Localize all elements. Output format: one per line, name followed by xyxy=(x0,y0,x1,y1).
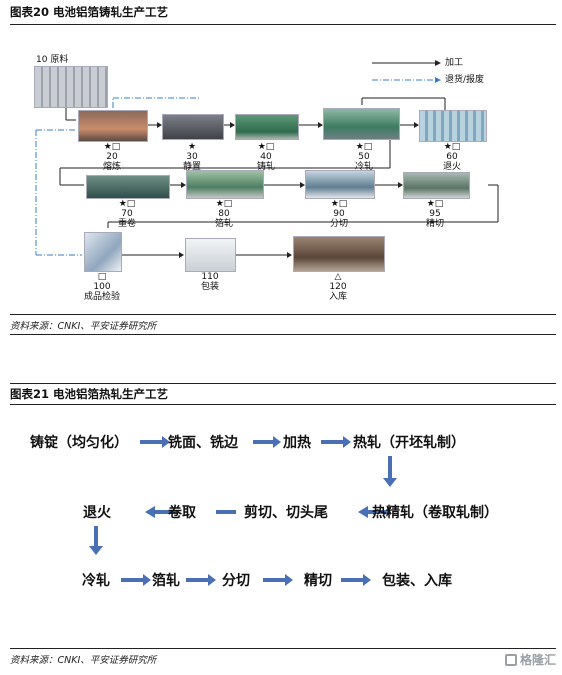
step-60-num: 60 xyxy=(446,152,458,162)
figure20-top-rule xyxy=(10,24,556,25)
flow-ingot: 铸锭（均匀化） xyxy=(30,435,128,451)
step-110-name: 包装 xyxy=(200,282,219,292)
legend-process-label: 加工 xyxy=(445,58,464,68)
step-110-num: 110 xyxy=(201,272,219,282)
step-20-num: 20 xyxy=(106,152,118,162)
step-120-label: △ 120 入库 xyxy=(316,272,360,302)
step-120-photo xyxy=(293,236,385,272)
figure20-source-rule xyxy=(10,334,556,335)
step-40-mark: ★□ xyxy=(257,142,275,152)
step-95-mark: ★□ xyxy=(426,199,444,209)
figure20-title: 图表20 电池铝箔铸轧生产工艺 xyxy=(10,5,169,19)
step-110-photo xyxy=(185,238,236,272)
flow-milling: 铣面、铣边 xyxy=(168,435,238,451)
step-70-num: 70 xyxy=(121,209,133,219)
figure21-header-rule xyxy=(10,404,556,405)
figure21-flow-arrows xyxy=(89,436,397,586)
step-80-photo xyxy=(186,170,264,199)
flow-shearing: 剪切、切头尾 xyxy=(244,505,328,521)
step-60-mark: ★□ xyxy=(443,142,461,152)
figure20-source: 资料来源：CNKI、平安证券研究所 xyxy=(10,321,157,332)
step-60-label: ★□ 60 退火 xyxy=(430,142,474,172)
step-20-name: 熔炼 xyxy=(102,162,121,172)
step-120-mark: △ xyxy=(334,272,342,282)
figure21-top-rule xyxy=(10,383,556,384)
flow-slitting: 分切 xyxy=(222,573,250,589)
step-20-photo xyxy=(78,110,148,142)
step-90-mark: ★□ xyxy=(330,199,348,209)
step-20-label: ★□ 20 熔炼 xyxy=(90,142,134,172)
step-100-photo xyxy=(84,232,122,272)
step-50-mark: ★□ xyxy=(355,142,373,152)
step-90-num: 90 xyxy=(333,209,345,219)
step-80-mark: ★□ xyxy=(215,199,233,209)
step-80-label: ★□ 80 箔轧 xyxy=(202,199,246,229)
step-70-photo xyxy=(86,175,170,199)
flow-finish-cutting: 精切 xyxy=(304,573,332,589)
figure21-source: 资料来源：CNKI、平安证券研究所 xyxy=(10,655,157,666)
step-50-label: ★□ 50 冷轧 xyxy=(342,142,386,172)
step-70-mark: ★□ xyxy=(118,199,136,209)
legend-return-label: 退货/报废 xyxy=(445,75,485,85)
step-90-photo xyxy=(305,170,375,199)
figure20-bottom-rule xyxy=(10,314,556,315)
watermark-logo-icon xyxy=(504,653,517,666)
step-30-mark: ★ xyxy=(187,142,197,152)
raw-material-photo xyxy=(34,66,108,108)
step-95-label: ★□ 95 精切 xyxy=(413,199,457,229)
step-50-num: 50 xyxy=(358,152,370,162)
step-60-name: 退火 xyxy=(442,162,461,172)
step-80-num: 80 xyxy=(218,209,230,219)
step-95-photo xyxy=(403,172,470,199)
step-70-label: ★□ 70 重卷 xyxy=(105,199,149,229)
step-110-label: 110 包装 xyxy=(188,272,232,292)
step-50-name: 冷轧 xyxy=(354,162,373,172)
step-95-num: 95 xyxy=(429,209,441,219)
step-30-photo xyxy=(162,114,224,140)
flow-annealing: 退火 xyxy=(83,505,111,521)
figure20-flow-lines xyxy=(35,60,499,258)
step-100-name: 成品检验 xyxy=(83,292,120,302)
figure21-title: 图表21 电池铝箔热轧生产工艺 xyxy=(10,387,169,401)
flow-hot-rolling: 热轧（开坯轧制） xyxy=(353,435,465,451)
step-40-name: 铸轧 xyxy=(256,162,275,172)
flow-heating: 加热 xyxy=(283,435,311,451)
step-120-name: 入库 xyxy=(328,292,347,302)
step-70-name: 重卷 xyxy=(117,219,136,229)
raw-material-label: 10 原料 xyxy=(36,55,69,65)
step-90-label: ★□ 90 分切 xyxy=(317,199,361,229)
step-90-name: 分切 xyxy=(329,219,348,229)
step-40-photo xyxy=(235,114,299,140)
flow-cold-rolling: 冷轧 xyxy=(82,573,110,589)
flow-packing-storage: 包装、入库 xyxy=(382,573,452,589)
step-120-num: 120 xyxy=(329,282,347,292)
step-20-mark: ★□ xyxy=(103,142,121,152)
watermark-text: 格隆汇 xyxy=(519,653,556,667)
step-100-num: 100 xyxy=(93,282,111,292)
step-95-name: 精切 xyxy=(425,219,444,229)
step-30-num: 30 xyxy=(186,152,198,162)
step-80-name: 箔轧 xyxy=(214,219,233,229)
figure21-bottom-rule xyxy=(10,648,556,649)
flow-foil-rolling: 箔轧 xyxy=(152,573,180,589)
flow-coiling: 卷取 xyxy=(168,505,196,521)
step-40-label: ★□ 40 铸轧 xyxy=(244,142,288,172)
step-40-num: 40 xyxy=(260,152,272,162)
step-60-photo xyxy=(419,110,487,142)
step-100-mark: □ xyxy=(97,272,107,282)
watermark: 格隆汇 xyxy=(504,651,556,668)
step-50-photo xyxy=(323,108,400,140)
step-30-label: ★ 30 静置 xyxy=(170,142,214,172)
step-30-name: 静置 xyxy=(182,162,201,172)
step-100-label: □ 100 成品检验 xyxy=(72,272,132,302)
flow-finish-hot-rolling: 热精轧（卷取轧制） xyxy=(372,505,498,521)
